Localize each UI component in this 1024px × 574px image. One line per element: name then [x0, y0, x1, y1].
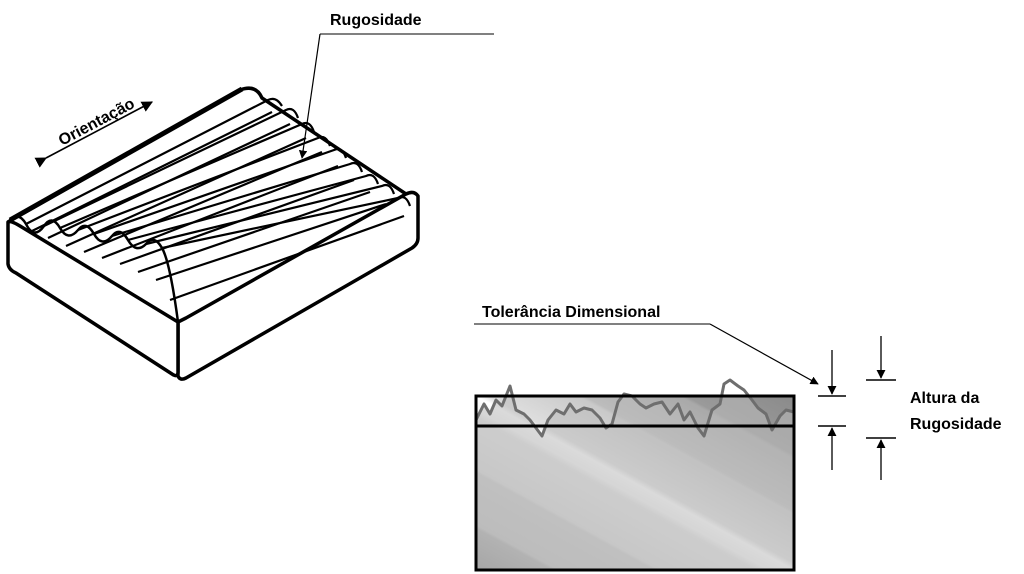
block-grooves	[25, 97, 412, 302]
roughness-callout: Rugosidade	[298, 12, 494, 159]
roughness-height-label-line1: Altura da	[910, 390, 979, 407]
orientation-label: Orientação	[56, 95, 138, 149]
roughness-label: Rugosidade	[330, 12, 422, 29]
block-side-face	[6, 219, 180, 378]
cross-section-illustration	[474, 378, 796, 572]
grooved-block-illustration	[6, 86, 420, 381]
block-front-face	[176, 190, 420, 381]
roughness-height-label-line2: Rugosidade	[910, 416, 1002, 433]
roughness-height-dimension: Altura da Rugosidade	[866, 336, 1002, 480]
tolerance-dimension	[818, 350, 846, 470]
roughness-profile-fill	[476, 396, 794, 570]
tolerance-label: Tolerância Dimensional	[482, 304, 660, 321]
roughness-leader-line	[298, 33, 321, 159]
tolerance-leader-line	[709, 323, 819, 385]
orientation-arrow	[34, 101, 153, 168]
tolerance-callout: Tolerância Dimensional	[474, 304, 819, 385]
